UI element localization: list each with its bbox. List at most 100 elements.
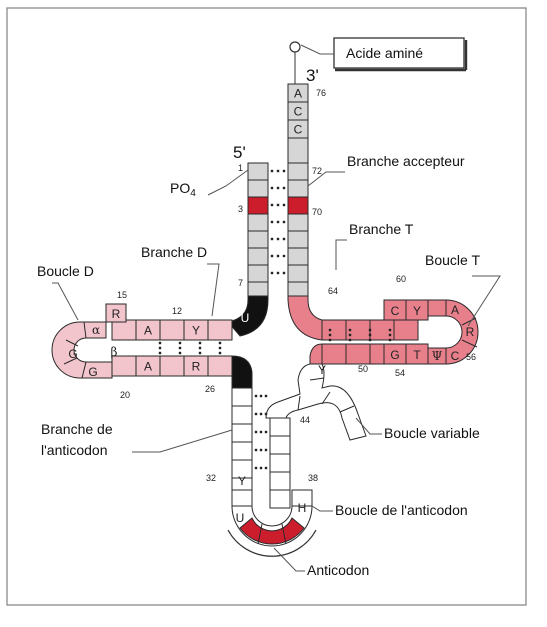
t-r-base: R bbox=[466, 325, 475, 339]
anticodon-pair bbox=[254, 448, 268, 452]
base-pair-dot bbox=[178, 341, 182, 345]
base-pair-dot bbox=[276, 254, 280, 258]
base-pair-dot bbox=[259, 412, 263, 416]
branche-anticodon-label-1: Branche de bbox=[41, 421, 113, 437]
anticodon-right-cell bbox=[269, 417, 291, 437]
acceptor-pair bbox=[270, 169, 286, 173]
base-pair-dot bbox=[328, 328, 332, 332]
position-number: 15 bbox=[117, 290, 127, 300]
anticodon-right-cell bbox=[269, 453, 291, 473]
base-pair-dot bbox=[270, 203, 274, 207]
variable-loop-path bbox=[265, 363, 367, 441]
base-pair-dot bbox=[388, 328, 392, 332]
d-loop-sep bbox=[81, 361, 87, 379]
t-lower-cell bbox=[321, 343, 347, 365]
acceptor-right-cell bbox=[287, 247, 309, 266]
t-c-base: C bbox=[391, 304, 400, 318]
branche-d-leader bbox=[207, 263, 220, 317]
po4-text: PO bbox=[170, 180, 190, 196]
position-number: 3 bbox=[238, 204, 243, 214]
base-pair-dot bbox=[276, 271, 280, 275]
ac-y-base: Y bbox=[238, 474, 246, 488]
t-psi-base: Ψ bbox=[432, 349, 443, 363]
acceptor-right-cell bbox=[287, 230, 309, 249]
d-upper-cell bbox=[111, 319, 137, 341]
position-number: 7 bbox=[238, 278, 243, 288]
base-pair-dot bbox=[368, 328, 372, 332]
acceptor-left-cell bbox=[247, 196, 269, 215]
base-pair-dot bbox=[282, 169, 286, 173]
position-number: 1 bbox=[238, 163, 243, 173]
branche-accepteur-label: Branche accepteur bbox=[347, 153, 465, 169]
base-pair-dot bbox=[276, 169, 280, 173]
acide-amine-label: Acide aminé bbox=[346, 45, 423, 61]
boucle-t-label: Boucle T bbox=[425, 252, 480, 268]
position-number: 44 bbox=[300, 415, 310, 425]
acceptor-right-cell bbox=[287, 162, 309, 181]
var-sep bbox=[321, 391, 331, 405]
acceptor-pair bbox=[270, 237, 286, 241]
base-pair-dot bbox=[254, 412, 258, 416]
base-pair-dot bbox=[218, 341, 222, 345]
d-upper-base: Y bbox=[192, 324, 200, 338]
acceptor-left-cell bbox=[247, 213, 269, 232]
po4-leader bbox=[207, 169, 249, 196]
base-pair-dot bbox=[328, 333, 332, 337]
boucle-d-label: Boucle D bbox=[37, 263, 94, 279]
junction-26-black bbox=[231, 355, 253, 389]
anticodon-left-cell bbox=[231, 441, 253, 461]
base-pair-dot bbox=[198, 341, 202, 345]
position-number: 54 bbox=[395, 368, 405, 378]
u8-base: U bbox=[241, 311, 250, 325]
base-pair-dot bbox=[178, 351, 182, 355]
acceptor-left-cell bbox=[247, 247, 269, 266]
t-loop-sep bbox=[461, 317, 477, 326]
base-pair-dot bbox=[158, 351, 162, 355]
d-upper-cell bbox=[207, 319, 233, 341]
branche-d-label: Branche D bbox=[141, 244, 207, 260]
anticodon-pair bbox=[254, 466, 268, 470]
d-stem-pair bbox=[158, 341, 162, 355]
t-upper-cell bbox=[321, 319, 347, 341]
base-pair-dot bbox=[264, 394, 268, 398]
acide-amine-box bbox=[333, 37, 465, 69]
branche-t-leader bbox=[335, 239, 347, 270]
base-pair-dot bbox=[270, 271, 274, 275]
five-prime-label: 5' bbox=[233, 143, 246, 162]
boucle-variable-label: Boucle variable bbox=[384, 425, 480, 441]
position-number: 64 bbox=[328, 286, 338, 296]
base-pair-dot bbox=[259, 466, 263, 470]
acceptor-right-cell bbox=[287, 281, 309, 297]
d-g-base: G bbox=[88, 365, 97, 379]
acceptor-right-cell bbox=[287, 196, 309, 215]
anticodon-right-cell bbox=[269, 435, 291, 455]
d-lower-cell bbox=[111, 355, 137, 377]
boucle-d-leader bbox=[52, 282, 79, 321]
ac-u-base: U bbox=[236, 511, 245, 525]
acceptor-right-cell bbox=[287, 137, 309, 164]
anticodon-leader bbox=[273, 547, 305, 572]
boucle-anticodon-label: Boucle de l'anticodon bbox=[335, 502, 468, 518]
position-number: 76 bbox=[316, 88, 326, 98]
base-pair-dot bbox=[158, 346, 162, 350]
position-number: 12 bbox=[172, 306, 182, 316]
base-pair-dot bbox=[282, 271, 286, 275]
position-number: 38 bbox=[308, 473, 318, 483]
acceptor-end-base: C bbox=[294, 123, 303, 137]
position-number: 56 bbox=[466, 352, 476, 362]
base-pair-dot bbox=[259, 394, 263, 398]
acceptor-end-base: A bbox=[294, 87, 302, 101]
d-loop-sep bbox=[65, 339, 79, 347]
position-number: 32 bbox=[206, 473, 216, 483]
anticodon-pair bbox=[254, 394, 268, 398]
acceptor-pair bbox=[270, 220, 286, 224]
t-upper-cell bbox=[393, 319, 419, 341]
base-pair-dot bbox=[158, 341, 162, 345]
var-sep bbox=[309, 377, 325, 381]
acceptor-left-cell bbox=[247, 230, 269, 249]
t-stem-pair bbox=[348, 328, 352, 342]
boucle-anticodon-leader bbox=[311, 505, 333, 512]
u8-black-cell bbox=[227, 295, 269, 337]
